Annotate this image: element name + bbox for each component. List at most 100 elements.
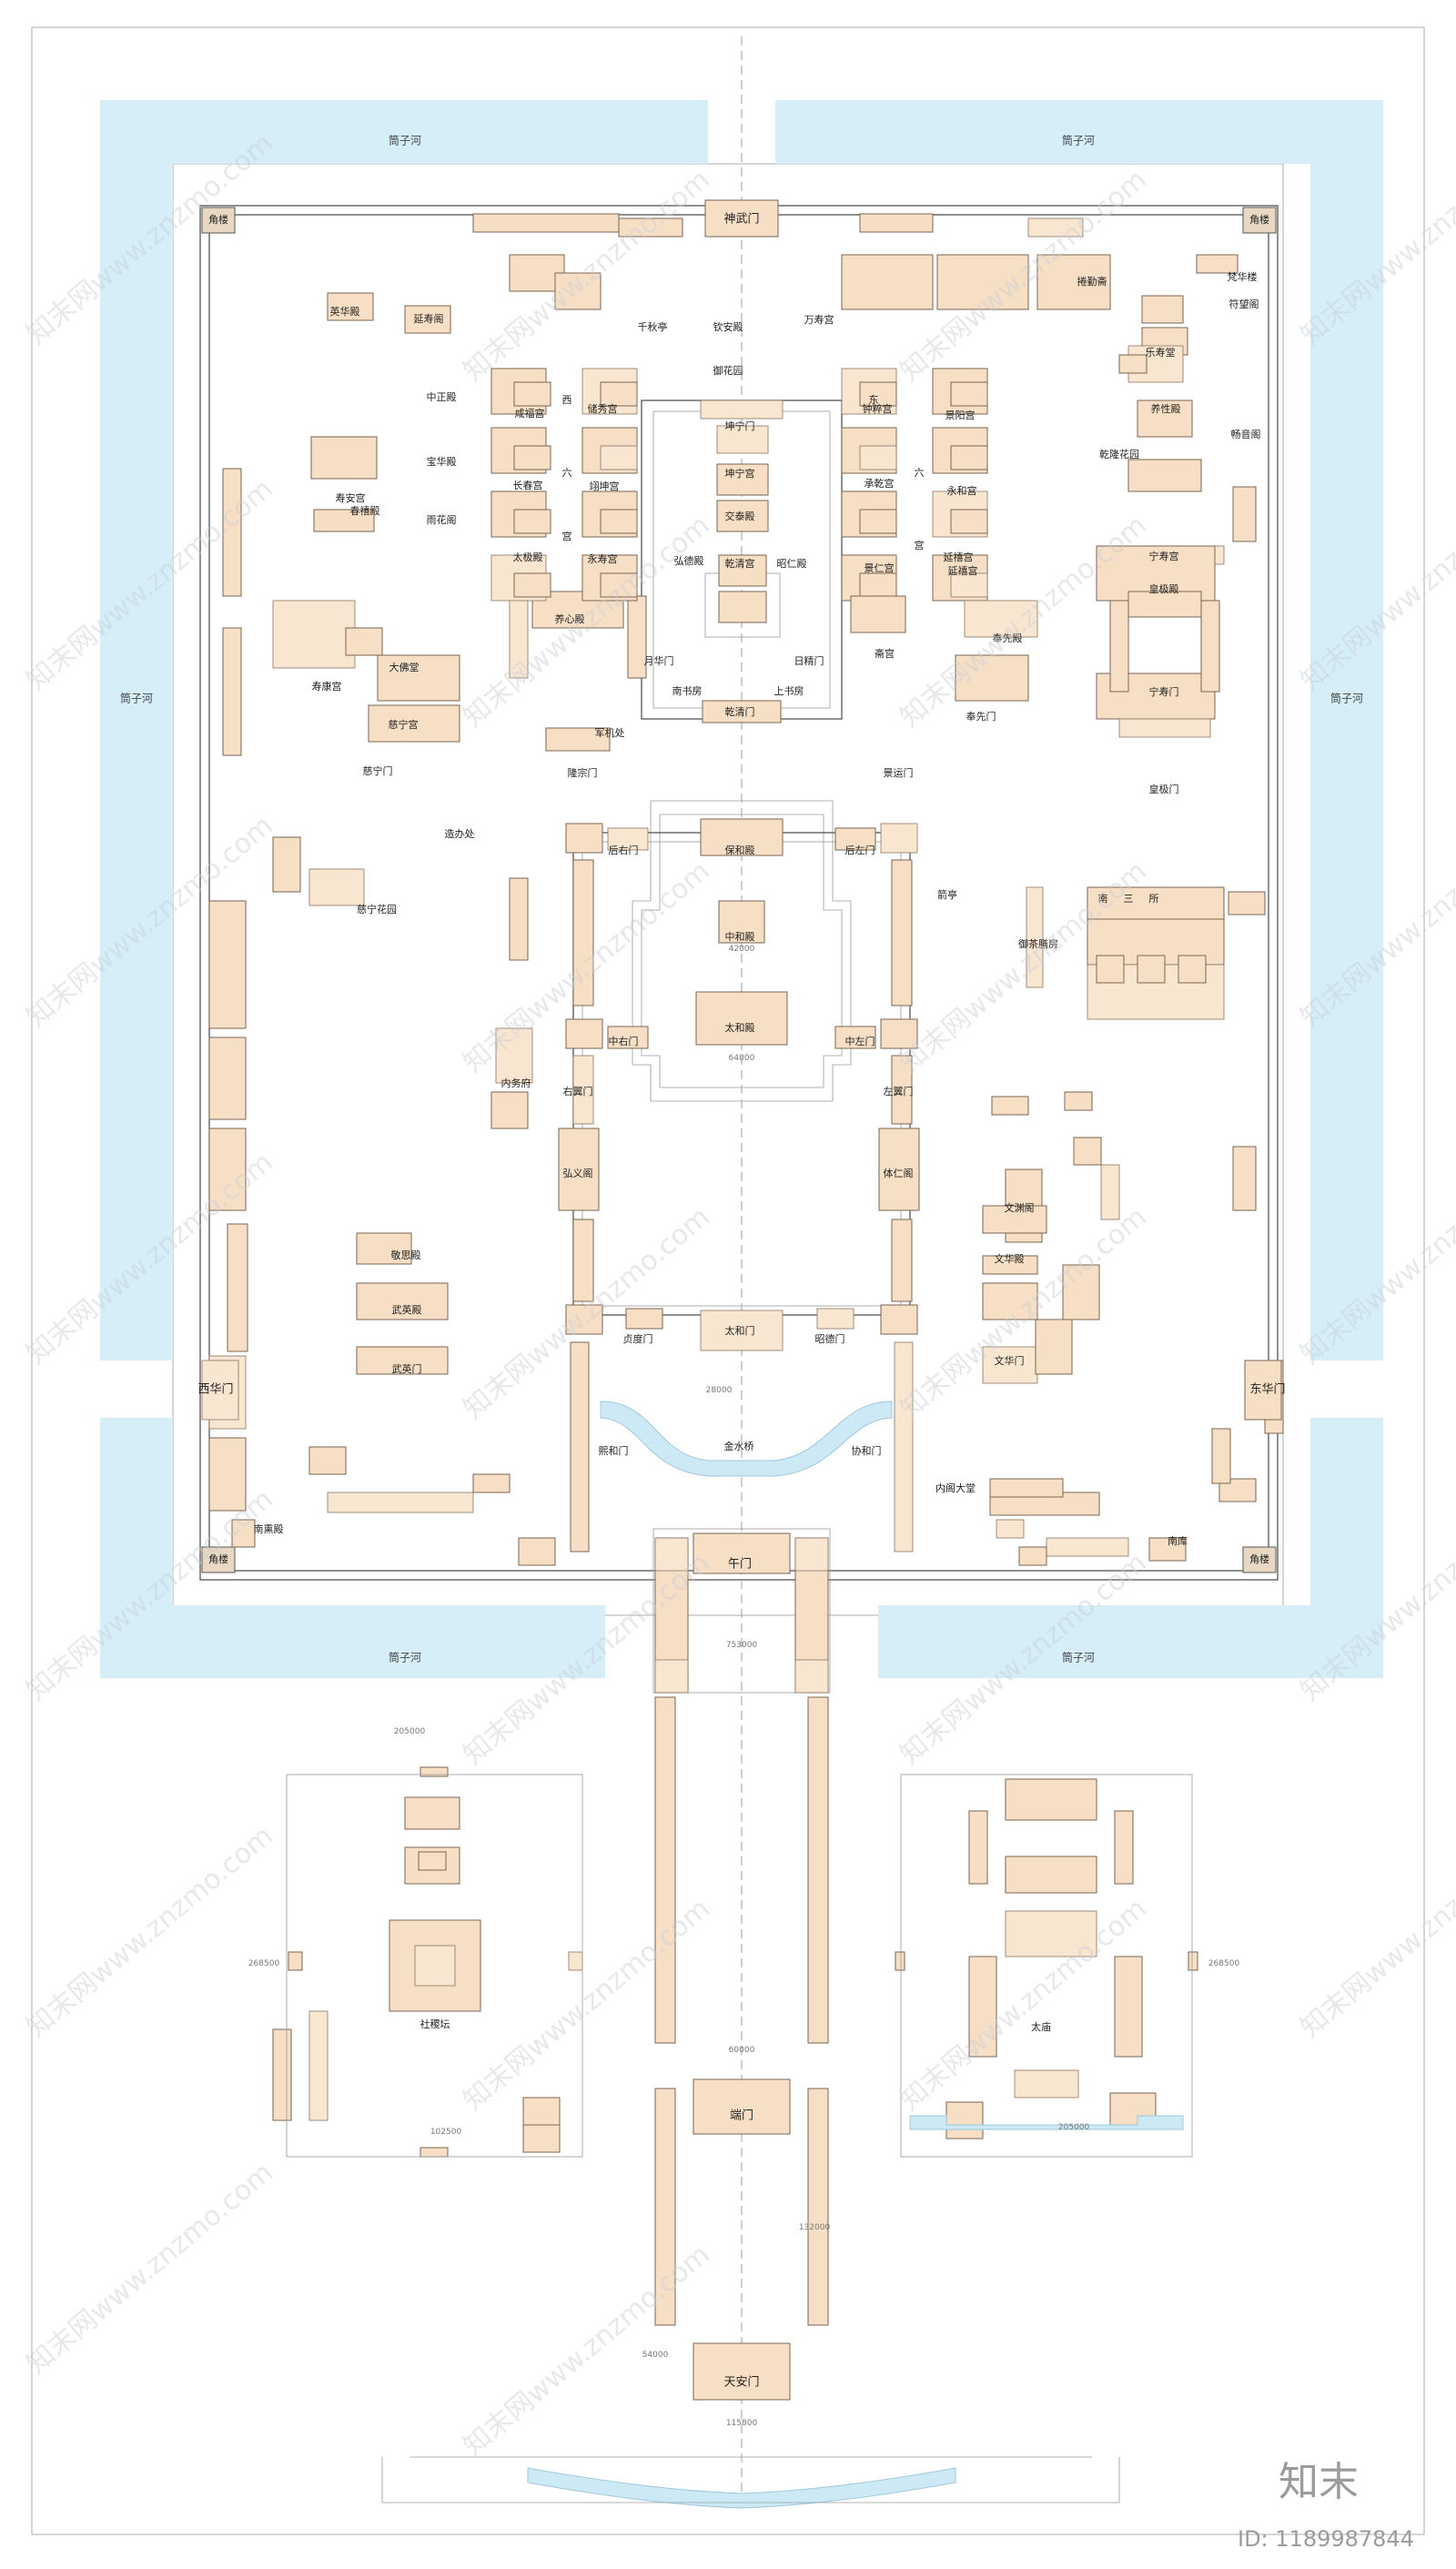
building-103: [1036, 254, 1111, 310]
place-label-95: 南熏殿: [254, 1523, 284, 1535]
place-label-93: 武英门: [392, 1362, 422, 1375]
building-105: [964, 600, 1038, 638]
dimension-label-12: 28000: [706, 1386, 733, 1395]
place-label-64: 大佛堂: [389, 661, 420, 673]
building-128: [1087, 886, 1225, 925]
building-133: [1178, 955, 1207, 984]
building-147: [1062, 1264, 1100, 1320]
tiananmen-water: [527, 2467, 956, 2509]
dimension-label-6: 60000: [729, 2046, 755, 2055]
building-1: [716, 463, 769, 496]
watermark-13: 知末网www.znzmo.com: [458, 2239, 716, 2463]
building-138: [1064, 1091, 1093, 1111]
brand-mark: 知末: [1279, 2459, 1359, 2505]
building-157: [404, 1796, 460, 1830]
dimension-label-7: 132000: [799, 2223, 831, 2232]
building-63: [222, 468, 242, 597]
building-21: [834, 827, 876, 851]
building-108: [618, 217, 683, 238]
place-label-2: 万寿宫: [804, 313, 834, 326]
building-161: [418, 1851, 447, 1871]
building-145: [982, 1346, 1038, 1384]
watermark-6: 知末网www.znzmo.com: [21, 2157, 279, 2381]
place-label-27: 弘义阁: [563, 1167, 593, 1179]
moat-north-east: [775, 100, 1383, 164]
building-126: [1109, 600, 1129, 693]
building-61: [472, 1473, 511, 1493]
building-17: [880, 1018, 918, 1049]
place-label-65: 慈宁宫: [389, 718, 419, 731]
place-label-21: 后右门: [609, 844, 639, 856]
building-6: [702, 700, 782, 723]
building-13: [693, 2342, 791, 2401]
moat-south-east: [878, 1605, 1383, 1678]
place-label-67: 造办处: [445, 827, 475, 840]
building-12: [693, 2078, 791, 2135]
building-79: [513, 445, 551, 470]
building-150: [1046, 1537, 1129, 1557]
place-label-96: 南库: [1168, 1535, 1188, 1547]
dimension-label-3: 268500: [248, 1959, 280, 1968]
building-36: [327, 292, 374, 321]
watermark-7: 知末网www.znzmo.com: [458, 164, 716, 388]
gate-label-tiananmen: 天安门: [723, 2376, 759, 2390]
place-label-11: 日精门: [794, 654, 824, 667]
gate-label-duan: 端门: [730, 2109, 753, 2123]
building-94: [950, 381, 988, 407]
place-label-3: 御花园: [713, 364, 743, 377]
place-label-53: 景仁宫: [864, 561, 895, 574]
building-78: [600, 381, 638, 407]
terrace-inner: [641, 814, 843, 1088]
building-173: [968, 1956, 997, 2058]
building-16: [565, 1018, 603, 1049]
building-30: [572, 1055, 594, 1125]
place-labels: 千秋亭钦安殿万寿宫御花园坤宁门坤宁宫交泰殿乾清宫弘德殿昭仁殿月华门日精门南书房上…: [197, 270, 1285, 2390]
place-label-80: 符望阁: [1229, 298, 1259, 310]
moat-east: [1310, 100, 1383, 1360]
gallery-west-2: [654, 2088, 676, 2326]
place-label-26: 左翼门: [884, 1085, 914, 1097]
building-25: [816, 1308, 854, 1330]
place-label-43: 储秀宫: [588, 402, 618, 415]
building-172: [1114, 1810, 1134, 1885]
building-67: [509, 877, 529, 961]
place-label-58: 宫: [562, 530, 572, 542]
dimension-label-0: 753000: [726, 1641, 758, 1650]
building-49: [356, 1346, 449, 1375]
sheji-outer: [286, 1774, 583, 2158]
place-label-49: 钟粹宫: [863, 402, 893, 415]
building-170: [1005, 1910, 1097, 1957]
corner-tower-sw: [201, 1546, 236, 1573]
building-39: [313, 509, 375, 532]
place-label-1: 钦安殿: [713, 320, 743, 333]
place-label-34: 金水桥: [724, 1440, 754, 1452]
moat-north-west: [100, 100, 708, 164]
building-19: [880, 1304, 918, 1335]
watermark-12: 知末网www.znzmo.com: [458, 1893, 716, 2117]
building-81: [513, 509, 551, 534]
building-0: [716, 425, 769, 454]
building-31: [891, 1055, 913, 1125]
place-label-18: 保和殿: [725, 844, 755, 856]
place-label-7: 乾清宫: [725, 557, 755, 570]
meridian-gate-west-tower: [654, 1537, 689, 1572]
building-119: [1127, 459, 1202, 492]
moat-label-nw: 筒子河: [389, 134, 421, 147]
building-167: [420, 2147, 449, 2158]
building-53: [208, 1037, 247, 1120]
building-7: [700, 818, 784, 856]
meridian-gate-se-tower: [794, 1659, 829, 1694]
building-80: [600, 445, 638, 470]
place-label-97: 社稷坛: [420, 2018, 450, 2030]
place-label-56: 西: [562, 394, 572, 406]
place-label-62: 养心殿: [555, 612, 585, 625]
building-26: [558, 1128, 600, 1211]
moat-label-e: 筒子河: [1330, 692, 1363, 705]
building-117: [1118, 354, 1148, 374]
place-label-29: 太和门: [725, 1324, 755, 1337]
building-110: [1027, 217, 1084, 238]
place-label-37: 延寿阁: [414, 312, 444, 325]
dimension-label-5: 102500: [430, 2128, 462, 2137]
place-label-63: 寿康宫: [312, 680, 342, 693]
